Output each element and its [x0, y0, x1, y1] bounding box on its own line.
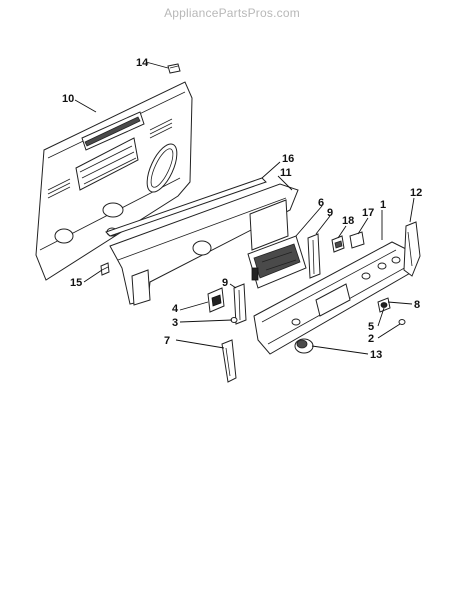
knob-part	[294, 338, 314, 354]
small-switch-part	[331, 235, 345, 253]
callout-labels: 14 10 16 11 6 9 18 17 1 12 15 9 4 3 8 5 …	[62, 57, 422, 361]
callout-15: 15	[70, 277, 82, 289]
electronic-control-part	[247, 235, 307, 289]
callout-9-upper: 9	[327, 207, 333, 219]
end-cap-left-part	[221, 339, 237, 383]
callout-1: 1	[380, 199, 386, 211]
callout-8: 8	[414, 299, 420, 311]
small-clip-part	[349, 231, 365, 249]
callout-7: 7	[164, 335, 170, 347]
manifold-panel-part	[109, 183, 299, 306]
rear-panel-louvres	[47, 118, 173, 199]
leader-lines	[74, 61, 415, 355]
callout-12: 12	[410, 187, 422, 199]
bracket-upper-part	[307, 233, 321, 279]
trim-strip-part	[105, 177, 267, 237]
callout-14: 14	[136, 57, 149, 69]
callout-11: 11	[280, 167, 292, 179]
switch-part	[207, 287, 225, 313]
callout-18: 18	[342, 215, 354, 227]
callout-3: 3	[172, 317, 178, 329]
callout-5: 5	[368, 321, 374, 333]
callout-9-lower: 9	[222, 277, 228, 289]
knob-stem-part	[377, 297, 391, 313]
screw-part	[167, 63, 181, 74]
callout-2: 2	[368, 333, 374, 345]
watermark: AppliancePartsPros.com	[164, 6, 300, 20]
washer-part	[398, 319, 406, 325]
bracket-lower-part	[233, 283, 247, 325]
clip-part	[100, 262, 110, 276]
callout-4: 4	[172, 303, 179, 315]
callout-13: 13	[370, 349, 382, 361]
rear-panel-part	[35, 81, 193, 281]
callout-16: 16	[282, 153, 294, 165]
callout-17: 17	[362, 207, 374, 219]
callout-10: 10	[62, 93, 74, 105]
end-cap-right-part	[403, 221, 421, 277]
callout-6: 6	[318, 197, 324, 209]
